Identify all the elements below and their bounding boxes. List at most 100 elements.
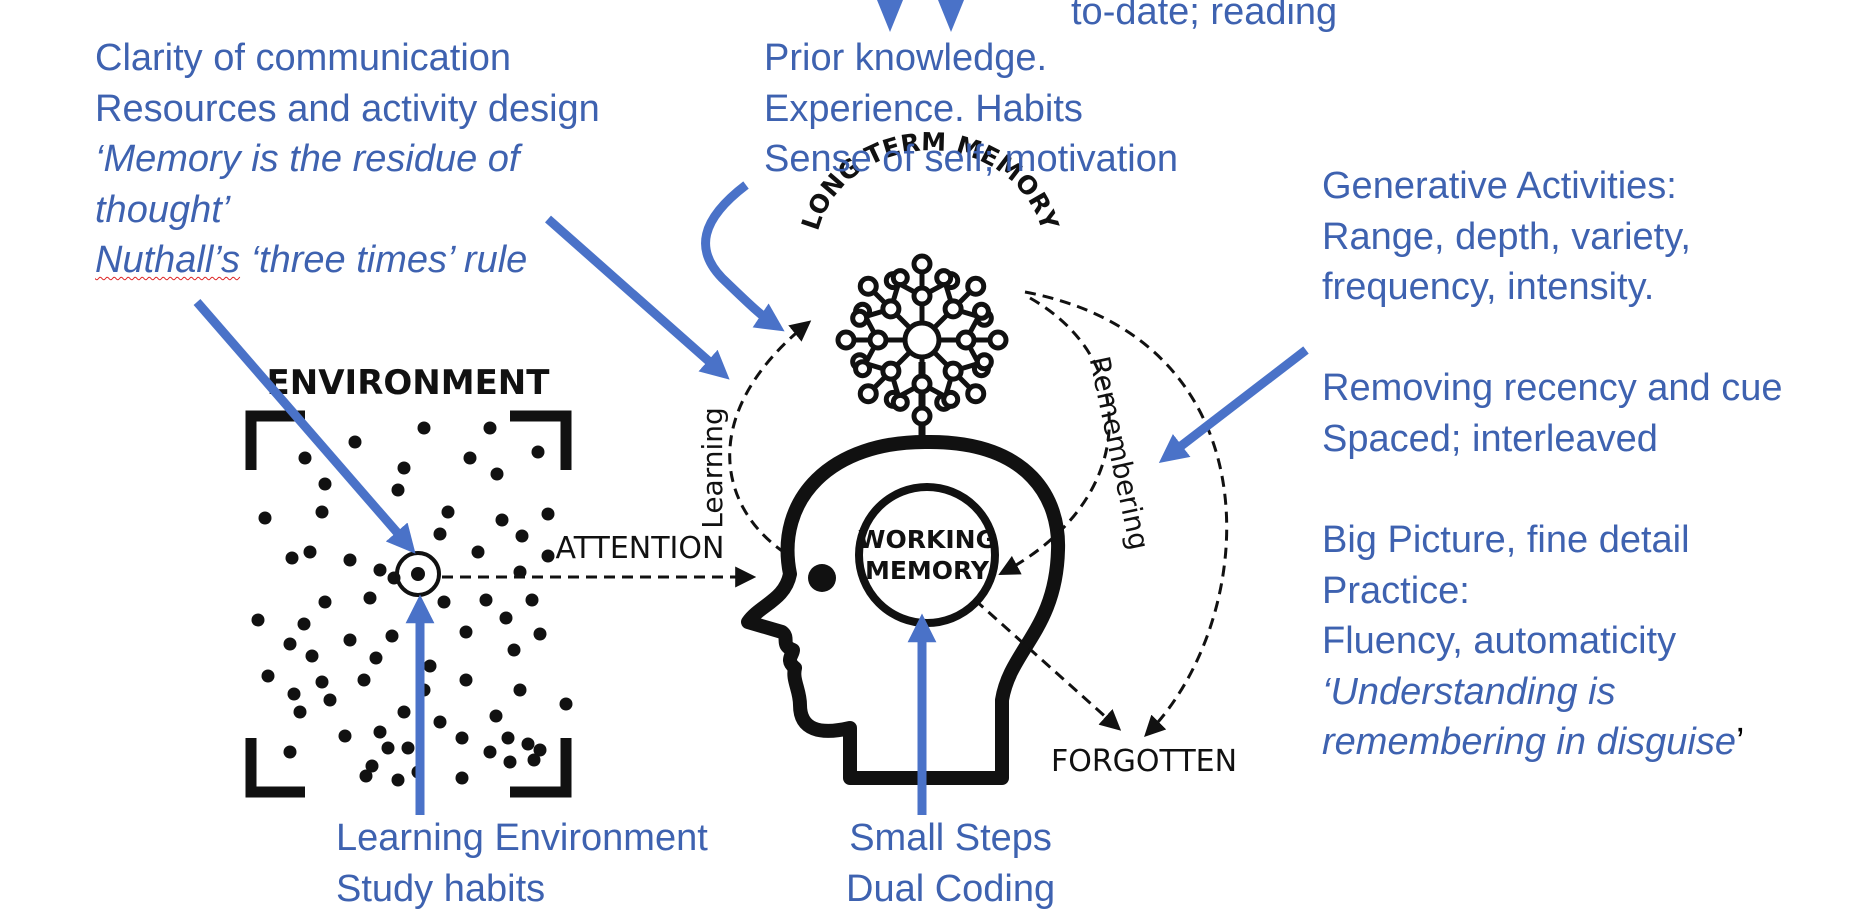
right-annotation-generative: Generative Activities: Range, depth, var… (1322, 161, 1691, 313)
environment-dot (514, 684, 527, 697)
environment-dot (502, 732, 515, 745)
environment-dot (262, 670, 275, 683)
environment-dot (392, 484, 405, 497)
environment-label: ENVIRONMENT (267, 363, 551, 403)
right-note-line: Practice: (1322, 566, 1744, 617)
right-note-line: Range, depth, variety, (1322, 212, 1691, 263)
left-note-quote-end: thought’ (95, 185, 600, 236)
right-note-line: frequency, intensity. (1322, 262, 1691, 313)
neuron-node (968, 386, 984, 402)
left-note-rule: Nuthall’s ‘three times’ rule (95, 235, 600, 286)
environment-dot (252, 614, 265, 627)
environment-dot (286, 552, 299, 565)
neuron-node (990, 332, 1006, 348)
environment-dot (460, 674, 473, 687)
environment-dot (534, 628, 547, 641)
right-note-quote-end: remembering in disguise’ (1322, 717, 1744, 768)
environment-dot (324, 694, 337, 707)
forgotten-label: FORGOTTEN (1051, 744, 1237, 779)
environment-dot (424, 660, 437, 673)
center-note-line: Sense of self; motivation (764, 134, 1178, 185)
environment-dot (484, 422, 497, 435)
left-note-line: Clarity of communication (95, 33, 600, 84)
environment-dot (496, 514, 509, 527)
right-note-line: Spaced; interleaved (1322, 414, 1782, 465)
environment-dot (319, 596, 332, 609)
top-fragment-text: to-date; reading (1071, 0, 1337, 38)
environment-dot (484, 746, 497, 759)
left-note-line: Resources and activity design (95, 84, 600, 135)
neuron-node (914, 408, 930, 424)
working-memory-label-line1: WORKING (858, 525, 996, 554)
remembering-label: Remembering (1083, 353, 1156, 553)
working-memory-circle (859, 487, 995, 623)
neuron-node (914, 288, 930, 304)
neuron-node (958, 332, 974, 348)
center-note-line: Experience. Habits (764, 84, 1178, 135)
environment-dot (382, 742, 395, 755)
environment-dot (259, 512, 272, 525)
learning-label: Learning (696, 407, 729, 529)
arrow-to-long-term-memory (706, 185, 775, 325)
top-arrowheads (877, 0, 964, 32)
neuron-node (914, 376, 930, 392)
right-note-line: Generative Activities: (1322, 161, 1691, 212)
left-note-quote: ‘Memory is the residue of (95, 134, 600, 185)
center-note-line: Prior knowledge. (764, 33, 1178, 84)
environment-dot (528, 754, 541, 767)
environment-dot (456, 772, 469, 785)
environment-dot (392, 774, 405, 787)
neuron-node (860, 386, 876, 402)
long-term-memory-network (838, 256, 1006, 424)
environment-dot (460, 626, 473, 639)
neuron-node (838, 332, 854, 348)
environment-dot (364, 592, 377, 605)
environment-dot (542, 550, 555, 563)
bottom-left-note-line: Learning Environment (336, 813, 708, 864)
environment-dot (299, 452, 312, 465)
environment-dot (374, 726, 387, 739)
rule-text: ‘three times’ rule (240, 239, 527, 281)
environment-dot (339, 730, 352, 743)
environment-dots (252, 422, 573, 787)
neuron-node (860, 278, 876, 294)
neuron-node (945, 301, 961, 317)
neuron-node (893, 271, 907, 285)
environment-dot (319, 478, 332, 491)
environment-dot (316, 676, 329, 689)
neuron-node (914, 256, 930, 272)
environment-dot (516, 530, 529, 543)
environment-dot (374, 564, 387, 577)
environment-dot (398, 706, 411, 719)
bottom-center-note-line: Dual Coding (846, 864, 1055, 914)
left-annotation: Clarity of communication Resources and a… (95, 33, 600, 286)
environment-dot (344, 634, 357, 647)
environment-dot (358, 674, 371, 687)
environment-dot (288, 688, 301, 701)
right-annotation-recency: Removing recency and cue Spaced; interle… (1322, 363, 1782, 464)
environment-dot (542, 508, 555, 521)
nuthall-name: Nuthall’s (95, 239, 240, 281)
environment-dot (480, 594, 493, 607)
environment-dot (464, 452, 477, 465)
environment-dot (284, 638, 297, 651)
environment-dot (306, 650, 319, 663)
neuron-node (883, 301, 899, 317)
neuron-node (977, 355, 991, 369)
arrow-to-attention-focus (197, 302, 408, 545)
neuron-node (974, 304, 988, 318)
attention-focus (397, 553, 439, 595)
attention-label: ATTENTION (556, 531, 725, 566)
environment-dot (349, 436, 362, 449)
environment-dot (344, 554, 357, 567)
right-annotation-practice: Big Picture, fine detail Practice: Fluen… (1322, 515, 1744, 768)
environment-dot (526, 594, 539, 607)
environment-dot (504, 756, 517, 769)
bottom-left-note-line: Study habits (336, 864, 708, 914)
environment-dot (304, 546, 317, 559)
environment-dot (472, 546, 485, 559)
right-note-quote: ‘Understanding is (1322, 667, 1744, 718)
environment-dot (522, 738, 535, 751)
neuron-node (893, 395, 907, 409)
environment-dot (490, 710, 503, 723)
